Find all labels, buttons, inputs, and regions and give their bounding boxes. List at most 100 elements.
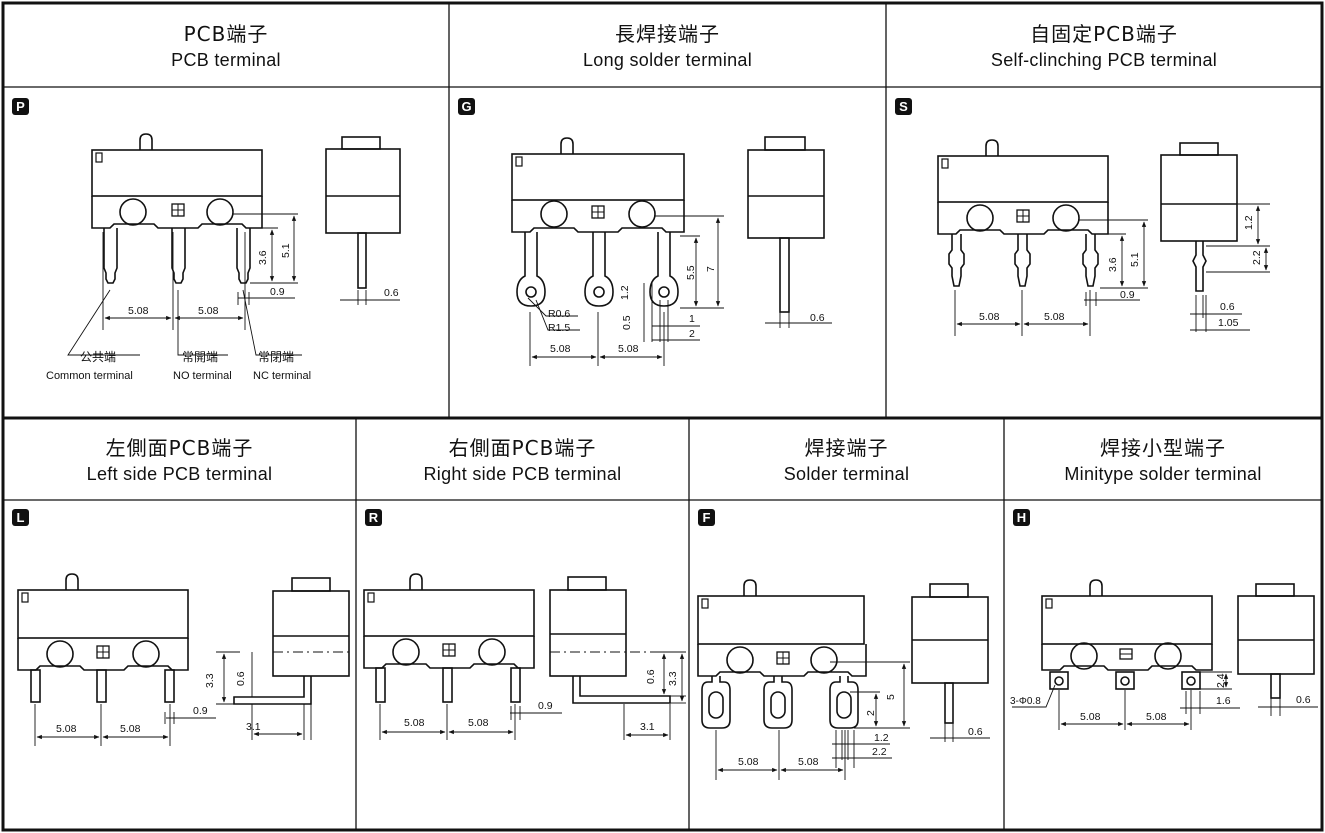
header-h: 焊接小型端子 Minitype solder terminal bbox=[1004, 438, 1322, 483]
label-common-zh: 公共端 bbox=[80, 350, 117, 364]
dim-r-h2: 3.3 bbox=[667, 671, 679, 686]
dim-f-h1: 5 bbox=[885, 694, 897, 700]
title-zh-h: 焊接小型端子 bbox=[1100, 436, 1226, 460]
code-badge-h: H bbox=[1013, 509, 1030, 526]
dim-l-pitch2: 5.08 bbox=[120, 723, 141, 735]
code-badge-r: R bbox=[365, 509, 382, 526]
switch-drawing-s bbox=[937, 139, 1238, 292]
dim-p-t: 0.6 bbox=[384, 287, 399, 299]
dimension-lines-h bbox=[1012, 671, 1318, 730]
dim-r-l: 3.1 bbox=[640, 721, 655, 733]
dim-p-h2: 5.1 bbox=[280, 243, 292, 258]
switch-drawing-p bbox=[91, 133, 401, 289]
dim-p-w: 0.9 bbox=[270, 286, 285, 298]
title-en-l: Left side PCB terminal bbox=[86, 464, 273, 484]
dim-h-t: 0.6 bbox=[1296, 694, 1311, 706]
dim-g-h1: 5.5 bbox=[685, 265, 697, 280]
dim-g-d2: 0.5 bbox=[621, 315, 633, 330]
code-badge-p: P bbox=[12, 98, 29, 115]
title-zh-s: 自固定PCB端子 bbox=[1030, 22, 1178, 46]
dim-h-hole: 3-Φ0.8 bbox=[1010, 696, 1041, 707]
dim-s-h2: 5.1 bbox=[1129, 252, 1141, 267]
dim-r-pitch2: 5.08 bbox=[468, 717, 489, 729]
switch-drawing-h bbox=[1041, 579, 1315, 699]
dim-s-t2: 1.05 bbox=[1218, 317, 1239, 329]
dim-g-r2: R1.5 bbox=[548, 322, 571, 334]
title-zh-l: 左側面PCB端子 bbox=[105, 436, 254, 460]
dimension-lines-p bbox=[67, 213, 400, 356]
dim-s-w: 0.9 bbox=[1120, 289, 1135, 301]
dim-s-t: 0.6 bbox=[1220, 301, 1235, 313]
dim-h-pitch2: 5.08 bbox=[1146, 711, 1167, 723]
dim-s-h1: 3.6 bbox=[1107, 257, 1119, 272]
header-r: 右側面PCB端子 Right side PCB terminal bbox=[356, 438, 689, 483]
dim-f-w2: 2.2 bbox=[872, 746, 887, 758]
dim-g-r1: R0.6 bbox=[548, 308, 571, 320]
dim-g-pitch1: 5.08 bbox=[550, 343, 571, 355]
dim-g-h2: 7 bbox=[705, 266, 717, 272]
label-no-en: NO terminal bbox=[173, 370, 232, 382]
dim-l-h2: 0.6 bbox=[235, 671, 247, 686]
dimension-lines-g bbox=[527, 215, 832, 366]
dim-g-d1: 1.2 bbox=[619, 285, 631, 300]
header-l: 左側面PCB端子 Left side PCB terminal bbox=[3, 438, 356, 483]
dim-s-s2: 2.2 bbox=[1251, 250, 1263, 265]
dim-f-w1: 1.2 bbox=[874, 732, 889, 744]
dim-p-pitch1: 5.08 bbox=[128, 305, 149, 317]
dimension-lines-r bbox=[379, 651, 686, 740]
title-zh-r: 右側面PCB端子 bbox=[448, 436, 597, 460]
dim-r-h1: 0.6 bbox=[645, 669, 657, 684]
dim-g-t: 0.6 bbox=[810, 312, 825, 324]
title-en-f: Solder terminal bbox=[783, 464, 910, 484]
title-zh-f: 焊接端子 bbox=[804, 436, 889, 460]
dimension-lines-l bbox=[34, 651, 312, 746]
label-common-en: Common terminal bbox=[46, 370, 133, 382]
title-en-g: Long solder terminal bbox=[582, 50, 753, 70]
header-g: 長焊接端子 Long solder terminal bbox=[449, 24, 886, 69]
dim-f-t: 0.6 bbox=[968, 726, 983, 738]
dim-f-pitch1: 5.08 bbox=[738, 756, 759, 768]
code-badge-s: S bbox=[895, 98, 912, 115]
label-nc-en: NC terminal bbox=[253, 370, 312, 382]
dim-s-pitch1: 5.08 bbox=[979, 311, 1000, 323]
switch-drawing-g bbox=[511, 136, 825, 313]
dim-s-s1: 1.2 bbox=[1243, 215, 1255, 230]
switch-drawing-l bbox=[17, 573, 350, 705]
dim-h-h: 2.4 bbox=[1215, 673, 1227, 688]
dim-f-h2: 2 bbox=[865, 710, 877, 716]
switch-drawing-f bbox=[697, 579, 989, 729]
dim-p-pitch2: 5.08 bbox=[198, 305, 219, 317]
dim-l-h1: 3.3 bbox=[204, 673, 216, 688]
title-en-h: Minitype solder terminal bbox=[1064, 464, 1262, 484]
dim-h-pitch1: 5.08 bbox=[1080, 711, 1101, 723]
title-zh-g: 長焊接端子 bbox=[615, 22, 720, 46]
dim-g-w1: 1 bbox=[689, 313, 695, 325]
dimension-lines-f bbox=[715, 661, 990, 780]
dim-g-w2: 2 bbox=[689, 328, 695, 340]
code-badge-l: L bbox=[12, 509, 29, 526]
dim-g-pitch2: 5.08 bbox=[618, 343, 639, 355]
code-badge-g: G bbox=[458, 98, 475, 115]
header-p: PCB端子 PCB terminal bbox=[3, 24, 449, 69]
label-no-zh: 常開端 bbox=[182, 350, 219, 364]
switch-drawing-r bbox=[363, 573, 690, 704]
dim-h-w: 1.6 bbox=[1216, 695, 1231, 707]
title-en-p: PCB terminal bbox=[171, 50, 281, 70]
dim-l-w: 0.9 bbox=[193, 705, 208, 717]
label-nc-zh: 常閉端 bbox=[258, 350, 295, 364]
title-zh-p: PCB端子 bbox=[183, 22, 269, 46]
dimension-lines-s bbox=[954, 203, 1270, 336]
dim-l-pitch1: 5.08 bbox=[56, 723, 77, 735]
dim-s-pitch2: 5.08 bbox=[1044, 311, 1065, 323]
dim-r-pitch1: 5.08 bbox=[404, 717, 425, 729]
title-en-s: Self-clinching PCB terminal bbox=[990, 50, 1218, 70]
dim-p-h1: 3.6 bbox=[257, 250, 269, 265]
header-f: 焊接端子 Solder terminal bbox=[689, 438, 1004, 483]
dim-r-w: 0.9 bbox=[538, 700, 553, 712]
code-badge-f: F bbox=[698, 509, 715, 526]
dim-f-pitch2: 5.08 bbox=[798, 756, 819, 768]
title-en-r: Right side PCB terminal bbox=[423, 464, 622, 484]
